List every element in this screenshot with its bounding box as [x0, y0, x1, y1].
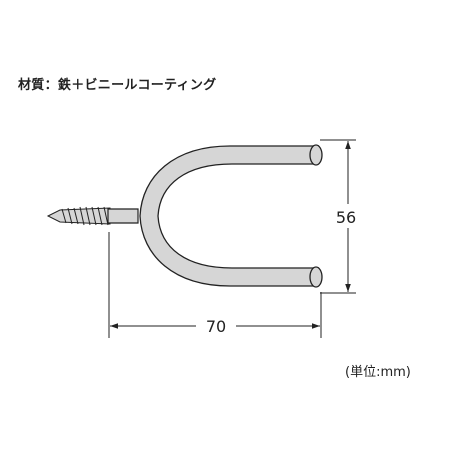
width-dimension: 70: [108, 232, 322, 338]
top-end-cap: [309, 144, 323, 166]
material-label: 材質：鉄＋ビニールコーティング: [18, 78, 217, 93]
height-dimension: 56: [320, 139, 366, 294]
hook-body: [139, 145, 317, 287]
screw-thread: [46, 206, 111, 226]
hook-neck: [107, 208, 139, 224]
bottom-end-cap: [309, 266, 323, 288]
height-value: 56: [336, 208, 356, 227]
width-value: 70: [206, 317, 226, 336]
unit-label: (単位:mm): [345, 365, 411, 380]
